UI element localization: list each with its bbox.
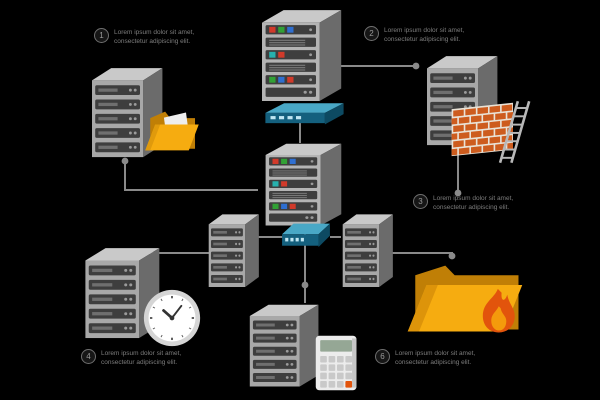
- clock-icon: [142, 288, 202, 348]
- server-rack-small-left-icon: [203, 211, 260, 291]
- callout-1-number: 1: [94, 28, 109, 43]
- callout-3-text: Lorem ipsum dolor sit amet, consectetur …: [433, 195, 514, 211]
- callout-3: 3 Lorem ipsum dolor sit amet, consectetu…: [413, 194, 525, 213]
- callout-3-number: 3: [413, 194, 428, 209]
- callout-4: 4 Lorem ipsum dolor sit amet, consectetu…: [81, 349, 193, 368]
- firewall-bricks-icon: [450, 98, 534, 166]
- server-rack-small-right-icon: [337, 211, 394, 291]
- callout-1: 1 Lorem ipsum dolor sit amet, consectetu…: [94, 28, 206, 47]
- callout-6: 6 Lorem ipsum dolor sit amet, consectetu…: [375, 349, 487, 368]
- callout-1-text: Lorem ipsum dolor sit amet, consectetur …: [114, 29, 195, 45]
- calculator-icon: [314, 334, 360, 392]
- callout-6-number: 6: [375, 349, 390, 364]
- callout-2: 2 Lorem ipsum dolor sit amet, consectetu…: [364, 26, 476, 45]
- network-switch-center-icon: [280, 220, 332, 250]
- callout-2-number: 2: [364, 26, 379, 41]
- network-switch-top-icon: [262, 100, 347, 127]
- server-tower-top-icon: [253, 6, 343, 106]
- callout-4-number: 4: [81, 349, 96, 364]
- yellow-folder-icon: [144, 102, 200, 160]
- callout-6-text: Lorem ipsum dolor sit amet, consectetur …: [395, 350, 476, 366]
- server-rack-left-icon: [84, 64, 164, 162]
- callout-4-text: Lorem ipsum dolor sit amet, consectetur …: [101, 350, 182, 366]
- orange-folder-fire-icon: [404, 252, 526, 347]
- callout-2-text: Lorem ipsum dolor sit amet, consectetur …: [384, 27, 465, 43]
- server-tower-center-icon: [257, 140, 343, 230]
- server-rack-bottom-center-icon: [242, 301, 320, 391]
